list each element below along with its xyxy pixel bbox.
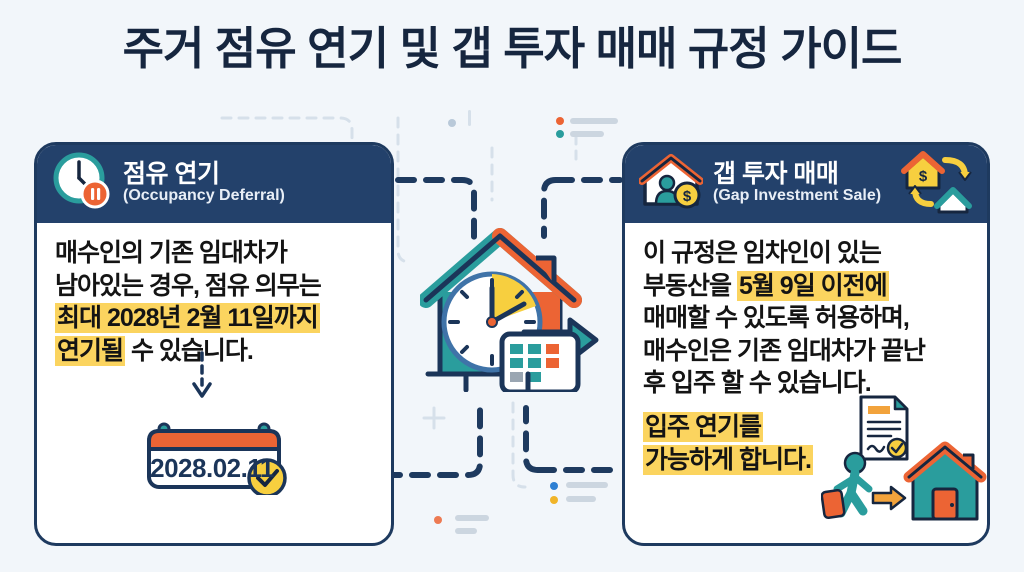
left-body-line-2: 남아있는 경우, 점유 의무는	[55, 271, 322, 300]
left-card-header: 점유 연기 (Occupancy Deferral)	[37, 145, 391, 223]
right-body-line-2: 부동산을 5월 9일 이전에	[643, 270, 889, 301]
right-card-header: $ 갭 투자 매매 (Gap Investment Sale) $	[625, 145, 987, 223]
house-clock-calendar-icon	[418, 222, 610, 395]
house-exchange-icon: $	[901, 148, 975, 219]
decorative-bar	[566, 496, 596, 502]
decorative-legend-top	[556, 117, 618, 143]
left-card-title-ko: 점유 연기	[123, 160, 220, 189]
svg-text:$: $	[683, 188, 692, 205]
calendar-date-label: 2028.02.11	[150, 453, 274, 483]
legend-row	[556, 130, 618, 138]
left-body-line-4: 연기될 수 있습니다.	[55, 335, 254, 366]
decorative-dot	[448, 119, 456, 127]
right-card-titles: 갭 투자 매매 (Gap Investment Sale)	[713, 161, 891, 204]
decorative-tick	[468, 110, 471, 126]
right-body-line-1: 이 규정은 임차인이 있는	[643, 239, 882, 267]
right-card-title-en: (Gap Investment Sale)	[713, 186, 882, 204]
left-card-titles: 점유 연기 (Occupancy Deferral)	[123, 161, 379, 204]
legend-row	[556, 117, 618, 125]
arrow-down-dashed-icon	[189, 351, 215, 408]
page-title: 주거 점유 연기 및 갭 투자 매매 규정 가이드	[122, 23, 903, 74]
house-buyer-coin-icon: $	[638, 150, 704, 217]
right-body-line-4: 매수인은 기존 임대차가 끝난	[643, 336, 926, 365]
right-card-body: 이 규정은 임차인이 있는 부동산을 5월 9일 이전에 매매할 수 있도록 허…	[625, 223, 987, 543]
right-note-line-1: 입주 연기를	[643, 412, 763, 442]
person-luggage-icon	[820, 451, 873, 519]
right-card-note: 입주 연기를 가능하게 합니다.	[643, 411, 813, 476]
right-card-title-ko: 갭 투자 매매	[713, 160, 839, 189]
left-body-line-1: 매수인의 기존 임대차가	[55, 239, 288, 267]
clock-pause-icon	[51, 151, 113, 216]
right-note-line-2: 가능하게 합니다.	[643, 444, 813, 475]
legend-dot-orange	[556, 117, 564, 125]
house-teal-icon	[903, 441, 987, 521]
calendar-icon: 2028.02.11	[143, 407, 333, 495]
legend-dot-teal	[556, 130, 564, 138]
card-gap-investment-sale[interactable]: $ 갭 투자 매매 (Gap Investment Sale) $	[622, 142, 990, 546]
svg-text:$: $	[919, 168, 928, 185]
contract-document-icon	[859, 395, 909, 461]
decorative-bar	[455, 528, 477, 534]
left-body-line-3: 최대 2028년 2월 11일까지	[55, 303, 320, 333]
move-in-illustration	[820, 393, 987, 528]
decorative-bar	[455, 515, 489, 521]
plus-mark-icon	[422, 406, 446, 430]
right-body-line-3: 매매할 수 있도록 허용하며,	[643, 304, 910, 332]
legend-bar	[570, 131, 604, 137]
card-occupancy-deferral[interactable]: 점유 연기 (Occupancy Deferral) 매수인의 기존 임대차가 …	[34, 142, 394, 546]
legend-bar	[570, 118, 618, 124]
decorative-dot	[550, 496, 558, 504]
arrow-right-icon	[871, 485, 907, 511]
left-card-title-en: (Occupancy Deferral)	[123, 186, 285, 204]
decorative-dot	[434, 516, 442, 524]
right-body-line-5: 후 입주 할 수 있습니다.	[643, 369, 872, 397]
decorative-dot	[550, 482, 558, 490]
decorative-bar	[566, 482, 608, 488]
left-card-body: 매수인의 기존 임대차가 남아있는 경우, 점유 의무는 최대 2028년 2월…	[37, 223, 391, 543]
